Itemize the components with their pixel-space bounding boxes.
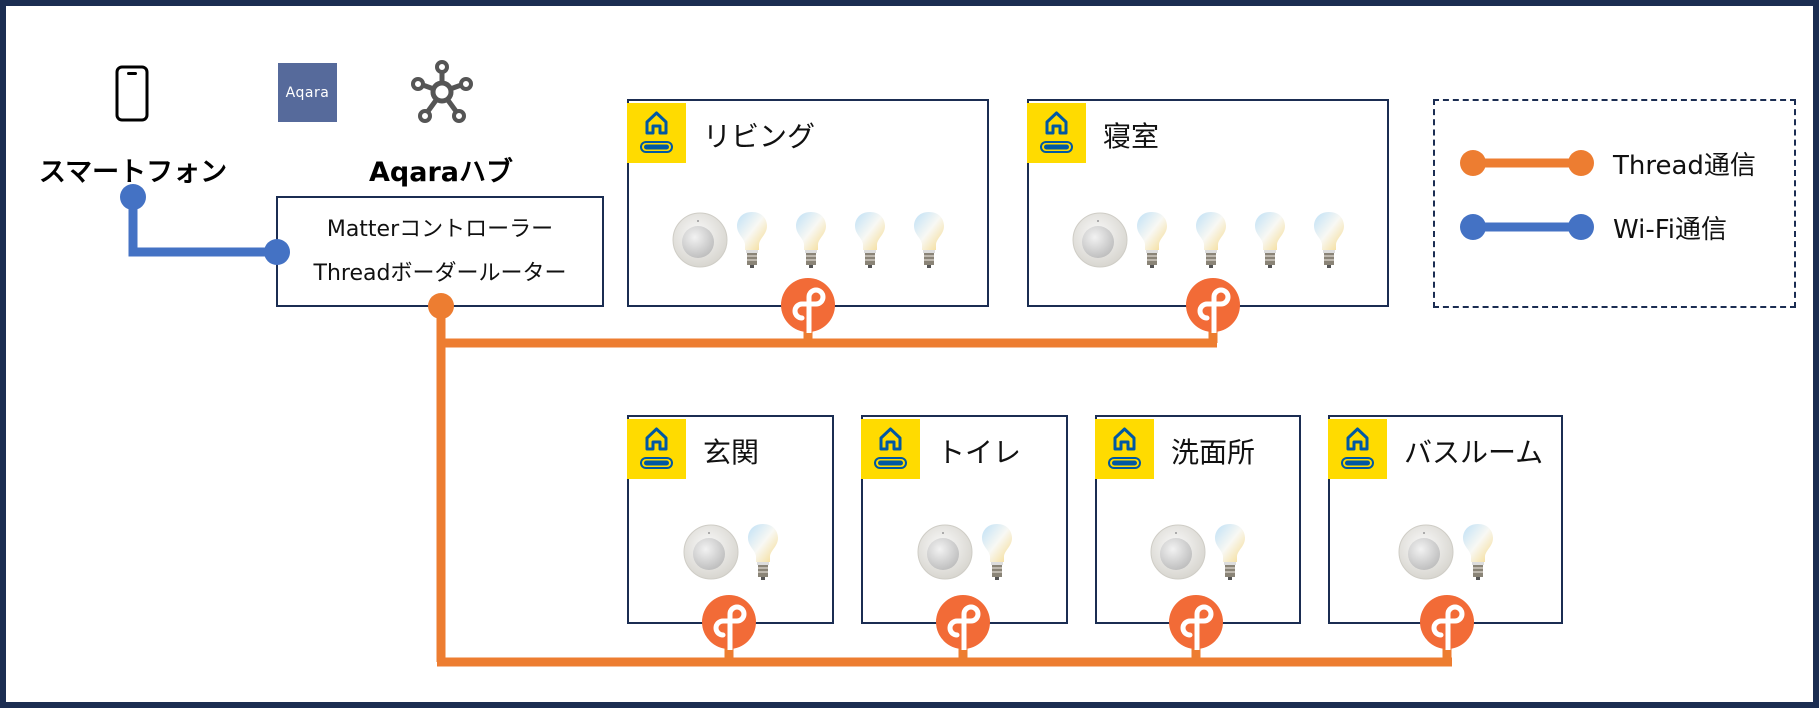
legend-wifi-label: Wi-Fi通信 [1613,215,1728,245]
thread-node-badge [701,594,757,653]
ikea-brand-tile [1095,419,1154,479]
smart-bulb-icon [981,524,1012,580]
hub-role-thread-border-router: Threadボーダールーター [313,260,567,286]
ikea-home-icon [1040,111,1073,153]
room-devices [682,522,780,586]
remote-control-icon [1150,524,1206,580]
legend-item-wifi: Wi-Fi通信 [1457,205,1777,249]
room-card: リビング [627,99,989,307]
thread-protocol-icon [781,278,835,336]
room-card: 洗面所 [1095,415,1301,624]
room-name: リビング [703,120,816,153]
smart-bulb-icon [1254,212,1285,268]
room-card: 寝室 [1027,99,1389,307]
hub-label: Aqaraハブ [369,157,513,188]
smart-bulb-icon [736,212,767,268]
aqara-logo: Aqara [278,63,337,122]
ikea-home-icon [1108,427,1141,469]
room-card: バスルーム [1328,415,1563,624]
thread-node-badge [1419,594,1475,653]
ikea-home-icon [640,111,673,153]
smartphone-node [110,64,154,124]
thread-protocol-icon [702,595,756,653]
room-card: トイレ [861,415,1068,624]
room-name: 寝室 [1103,120,1160,153]
ikea-home-icon [1341,427,1374,469]
ikea-brand-tile [1328,419,1387,479]
smart-bulb-icon [913,212,944,268]
aqara-logo-text: Aqara [285,84,330,101]
smart-bulb-icon [854,212,885,268]
thread-protocol-icon [1169,595,1223,653]
thread-node-badge [1168,594,1224,653]
smart-bulb-icon [1136,212,1167,268]
ikea-brand-tile [627,103,686,163]
wifi-line-swatch [1460,214,1594,240]
smart-bulb-icon [1462,524,1493,580]
legend-box: Thread通信 Wi-Fi通信 [1433,99,1796,308]
room-name: 玄関 [703,436,760,469]
room-devices [671,210,946,274]
thread-protocol-icon [1420,595,1474,653]
room-name: バスルーム [1404,436,1544,469]
hub-role-box: Matterコントローラー Threadボーダールーター [276,196,604,307]
hub-role-matter-controller: Matterコントローラー [326,216,554,242]
room-devices [1149,522,1247,586]
hub-network-icon [411,60,473,123]
thread-protocol-icon [936,595,990,653]
room-card: 玄関 [627,415,834,624]
thread-line-swatch [1460,150,1594,176]
room-devices [1071,210,1346,274]
room-devices [1397,522,1495,586]
smartphone-label: スマートフォン [38,157,228,188]
ikea-brand-tile [1027,103,1086,163]
smartphone-icon [115,65,149,122]
room-devices [916,522,1014,586]
ikea-home-icon [874,427,907,469]
remote-control-icon [683,524,738,580]
thread-node-badge [935,594,991,653]
room-name: 洗面所 [1171,436,1256,469]
legend-thread-label: Thread通信 [1613,151,1756,181]
thread-node-badge [780,277,836,336]
smart-bulb-icon [795,212,826,268]
ikea-brand-tile [627,419,686,479]
room-name: トイレ [937,436,1022,469]
hub-icon-wrap [410,60,474,124]
thread-protocol-icon [1186,278,1240,336]
smart-bulb-icon [1195,212,1226,268]
remote-control-icon [672,212,727,268]
remote-control-icon [1398,524,1453,580]
legend-item-thread: Thread通信 [1457,141,1777,185]
remote-control-icon [1072,212,1127,268]
remote-control-icon [917,524,972,580]
ikea-home-icon [640,427,673,469]
smart-bulb-icon [1215,524,1245,580]
smart-bulb-icon [747,524,778,580]
smart-bulb-icon [1313,212,1344,268]
thread-node-badge [1185,277,1241,336]
ikea-brand-tile [861,419,920,479]
